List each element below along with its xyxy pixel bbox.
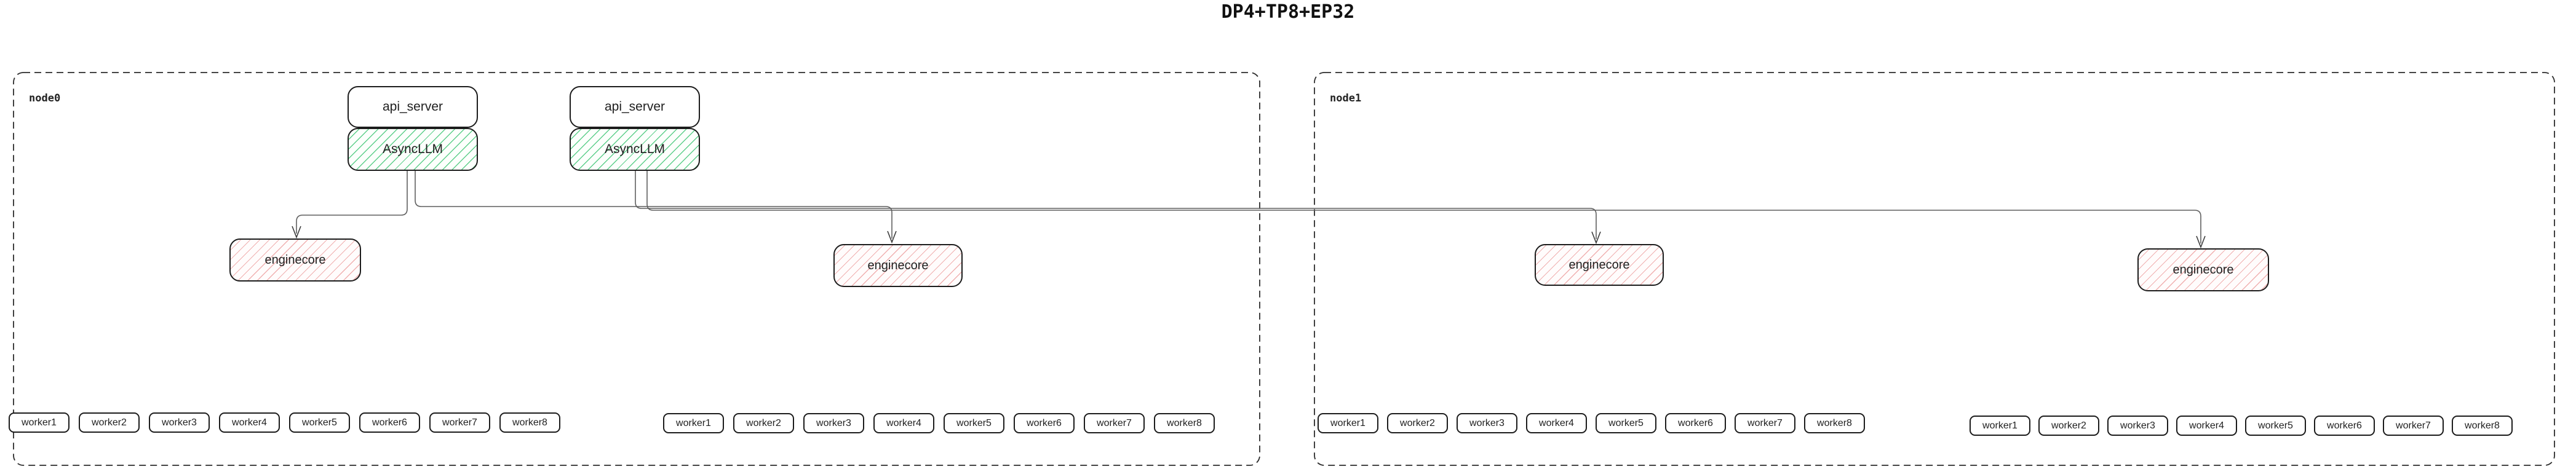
worker-box: worker2 [79, 412, 140, 433]
enginecore-box-2: enginecore [833, 244, 963, 287]
node1-boundary [1314, 72, 2555, 466]
worker-box: worker3 [803, 413, 864, 433]
arrowhead-enginecore3 [1591, 231, 1601, 245]
edge-asyncllm1-enginecore1 [296, 171, 408, 234]
asyncllm-box-1: AsyncLLM [348, 128, 478, 171]
worker-box: worker6 [1665, 413, 1726, 433]
enginecore-box-3: enginecore [1535, 244, 1664, 286]
worker-box: worker6 [1014, 413, 1075, 433]
worker-box: worker2 [2038, 416, 2099, 436]
api-server-box-1: api_server [348, 86, 478, 128]
worker-box: worker1 [663, 413, 724, 433]
worker-box: worker8 [1804, 413, 1865, 433]
arrowhead-enginecore2 [887, 231, 897, 244]
worker-box: worker6 [359, 412, 420, 433]
worker-box: worker4 [1526, 413, 1587, 433]
api-server-box-2: api_server [570, 86, 700, 128]
worker-box: worker8 [1154, 413, 1215, 433]
arrowhead-enginecore1 [292, 226, 301, 239]
arrowhead-enginecore4 [2196, 235, 2206, 249]
diagram-title: DP4+TP8+EP32 [1221, 1, 1355, 23]
worker-box: worker4 [873, 413, 934, 433]
node1-label: node1 [1330, 92, 1362, 104]
worker-box: worker5 [1596, 413, 1656, 433]
worker-box: worker5 [2245, 416, 2306, 436]
worker-box: worker7 [429, 412, 490, 433]
asyncllm-box-2: AsyncLLM [570, 128, 700, 171]
node1-worker-group-1: worker1 worker2 worker3 worker4 worker5 worke… [1318, 413, 1865, 433]
worker-box: worker5 [289, 412, 350, 433]
worker-box: worker7 [1084, 413, 1145, 433]
node0-label: node0 [29, 92, 61, 104]
worker-box: worker1 [1318, 413, 1378, 433]
worker-box: worker5 [944, 413, 1004, 433]
edge-asyncllm1-enginecore2 [415, 171, 892, 238]
worker-box: worker7 [1735, 413, 1795, 433]
worker-box: worker2 [733, 413, 794, 433]
worker-box: worker3 [149, 412, 210, 433]
worker-box: worker4 [2176, 416, 2237, 436]
worker-box: worker8 [2452, 416, 2513, 436]
worker-box: worker3 [1457, 413, 1517, 433]
worker-box: worker1 [1970, 416, 2030, 436]
worker-box: worker8 [499, 412, 560, 433]
edge-asyncllm2-enginecore4 [646, 171, 2201, 243]
node1-worker-group-2: worker1 worker2 worker3 worker4 worker5 worke… [1970, 416, 2513, 436]
worker-box: worker1 [9, 412, 70, 433]
worker-box: worker2 [1387, 413, 1448, 433]
node0-worker-group-1: worker1 worker2 worker3 worker4 worker5 worke… [9, 412, 560, 433]
node0-worker-group-2: worker1 worker2 worker3 worker4 worker5 worke… [663, 413, 1215, 433]
edge-asyncllm2-enginecore3 [635, 171, 1597, 239]
worker-box: worker4 [219, 412, 280, 433]
worker-box: worker6 [2314, 416, 2375, 436]
worker-box: worker7 [2383, 416, 2444, 436]
enginecore-box-1: enginecore [229, 238, 361, 282]
enginecore-box-4: enginecore [2137, 248, 2269, 291]
worker-box: worker3 [2107, 416, 2168, 436]
